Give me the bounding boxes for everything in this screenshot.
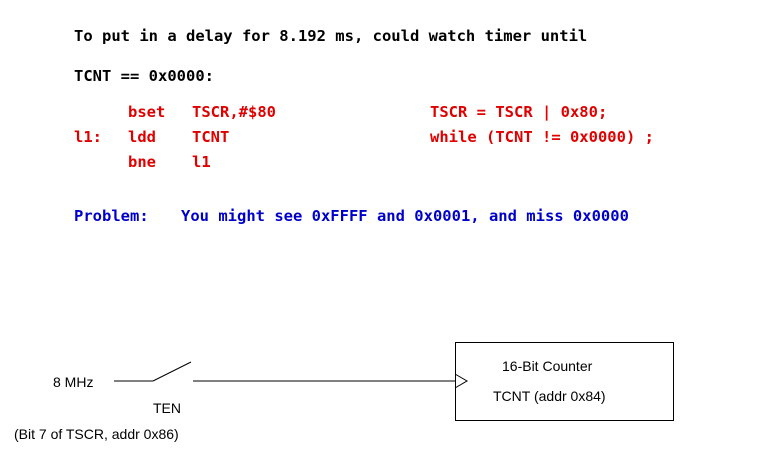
c-code-line: while (TCNT != 0x0000) ; [430, 128, 654, 146]
asm-args: TCNT [192, 128, 230, 146]
c-code-line: TSCR = TSCR | 0x80; [430, 103, 608, 121]
asm-args: TSCR,#$80 [192, 103, 276, 121]
switch-note: (Bit 7 of TSCR, addr 0x86) [14, 426, 179, 442]
intro-line-2: TCNT == 0x0000: [74, 67, 214, 85]
counter-title: 16-Bit Counter [502, 358, 593, 374]
intro-line-1: To put in a delay for 8.192 ms, could wa… [74, 27, 588, 45]
switch-label: TEN [153, 400, 181, 416]
asm-op: bne [128, 153, 156, 171]
counter-register: TCNT (addr 0x84) [493, 388, 606, 404]
asm-op: bset [128, 103, 166, 121]
problem-label: Problem: [74, 207, 149, 225]
problem-text: You might see 0xFFFF and 0x0001, and mis… [181, 207, 629, 225]
asm-args: l1 [192, 153, 211, 171]
ten-switch [152, 361, 192, 382]
counter-box [455, 342, 674, 421]
asm-op: ldd [128, 128, 156, 146]
clock-label: 8 MHz [53, 374, 94, 390]
clock-input-triangle [454, 373, 468, 389]
asm-label: l1: [74, 128, 102, 146]
